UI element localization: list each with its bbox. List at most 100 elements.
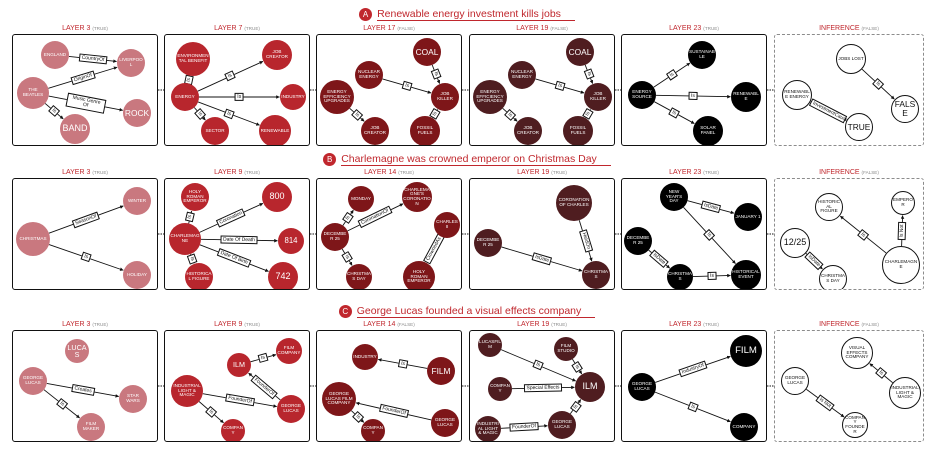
node-label: CHARLEMAGNE'S CORONATION (403, 186, 431, 206)
row-b-layer-3-label: LAYER 3(TRUE) (12, 168, 158, 177)
node-charlemagne-s-coronation: CHARLEMAGNE'S CORONATION (402, 182, 432, 212)
node-monday: MONDAY (348, 186, 374, 212)
layer-verdict: (TRUE) (551, 322, 567, 327)
layer-name: LAYER 19 (516, 25, 549, 32)
panel-connector-arrow (462, 385, 469, 387)
row-a-layer-3-label: LAYER 3(TRUE) (12, 24, 158, 33)
node-george-lucas: GEORGE LUCAS (431, 409, 459, 437)
node-label: LUCAS (67, 342, 87, 359)
row-a-layer-19-label: LAYER 19(FALSE) (469, 24, 615, 33)
layer-name: LAYER 19 (517, 321, 550, 328)
node-historical-event: HISTORICAL EVENT (731, 260, 761, 289)
layer-verdict: (TRUE) (244, 26, 260, 31)
node-label: SOLAR PANEL (700, 125, 716, 135)
layer-name: INFERENCE (819, 25, 860, 32)
panel-connector-arrow (462, 233, 469, 235)
node-label: ENERGY EFFICIENCY UPGRADES (323, 88, 351, 104)
node-nuclear-energy: NUCLEAR ENERGY (508, 61, 536, 89)
node-label: JOB KILLER (590, 91, 606, 101)
row-a-badge: A (359, 7, 373, 21)
node-lucas: LUCAS (65, 339, 89, 363)
node-george-lucas: GEORGE LUCAS (781, 367, 809, 395)
node-label: CHARLEMAGNE (170, 233, 200, 243)
row-c-claim: George Lucas founded a visual effects co… (356, 305, 596, 318)
node-742: 742 (268, 262, 298, 289)
node-holy-roman-emperor: HOLY ROMAN EMPEROR (403, 261, 435, 289)
node-george-lucas: GEORGE LUCAS (277, 395, 305, 423)
row-c-layer-3-label: LAYER 3(TRUE) (12, 320, 158, 329)
node-sustainable: SUSTAINABLE (688, 41, 716, 69)
layer-verdict: (TRUE) (244, 322, 260, 327)
node-label: FOSSIL FUELS (416, 125, 434, 135)
node-label: RENEWABLE (733, 91, 759, 101)
node-label: ROCK (124, 107, 150, 118)
edge-label: Date Of Death (220, 235, 258, 245)
node-film: FILM (427, 357, 455, 385)
node-industrial-light-magic: INDUSTRIAL LIGHT & MAGIC (475, 416, 501, 441)
node-company: COMPANY (361, 419, 385, 441)
layer-verdict: (TRUE) (92, 170, 108, 175)
node-label: NUCLEAR ENERGY (511, 69, 533, 79)
node-industrial-light-magic: INDUSTRIAL LIGHT & MAGIC (171, 375, 203, 407)
node-coal: COAL (413, 38, 441, 66)
node-false: FALSE (891, 95, 919, 123)
layer-name: LAYER 19 (517, 169, 550, 176)
row-a-inference-label: INFERENCE(FALSE) (774, 24, 924, 33)
layer-verdict: (FALSE) (861, 26, 879, 31)
node-label: ENERGY EFFICIENCY UPGRADES (476, 88, 504, 104)
panel-connector-arrow (158, 233, 164, 235)
node-label: ENERGY SOURCE (632, 89, 652, 99)
node-george-lucas: GEORGE LUCAS (548, 411, 576, 439)
node-label: ENGLAND (43, 51, 67, 57)
edge-label: Is (707, 271, 717, 281)
layer-name: LAYER 3 (62, 321, 91, 328)
node-label: JOB CREATOR (516, 125, 540, 135)
node-ilm: ILM (575, 372, 605, 402)
node-december-25: DECEMBER 25 (474, 229, 502, 257)
node-sector: SECTOR (201, 117, 229, 145)
node-holiday: HOLIDAY (123, 261, 151, 289)
node-winter: WINTER (123, 187, 151, 215)
node-label: GEORGE LUCAS (280, 403, 302, 413)
node-label: FILM COMPANY (277, 345, 301, 355)
node-label: ENERGY (175, 93, 195, 99)
node-liverpool: LIVERPOOL (117, 49, 145, 77)
node-label: COMPANY (732, 423, 756, 429)
node-true: TRUE (845, 113, 873, 141)
layer-verdict: (TRUE) (244, 170, 260, 175)
node-label: ILM (582, 381, 598, 392)
node-label: CHRISTMAS (668, 271, 692, 281)
node-film-maker: FILM MAKER (77, 413, 105, 441)
layer-name: INFERENCE (819, 169, 860, 176)
node-label: COAL (568, 46, 592, 57)
node-historical-figure: HISTORICAL FIGURE (185, 263, 213, 289)
node-label: BAND (62, 123, 88, 134)
node-label: RENEWABLE (260, 127, 290, 133)
node-label: FILM MAKER (82, 421, 100, 431)
node-label: FOSSIL FUELS (569, 125, 587, 135)
node-label: JOB KILLER (437, 91, 453, 101)
node-george-lucas-film-company: GEORGE LUCAS FILM COMPANY (322, 382, 356, 416)
panel-connector-arrow (615, 233, 621, 235)
node-label: CHRISTMAS (584, 269, 608, 279)
node-industry: INDUSTRY (352, 344, 378, 370)
panel-connector-arrow (158, 89, 164, 91)
layer-name: LAYER 14 (363, 321, 396, 328)
layer-verdict: (TRUE) (398, 170, 414, 175)
node-label: DECEMBER 25 (476, 237, 500, 247)
layer-name: LAYER 23 (669, 321, 702, 328)
node-label: NEW YEAR'S DAY (665, 188, 683, 204)
node-800: 800 (262, 182, 292, 212)
layer-verdict: (FALSE) (861, 322, 879, 327)
node-charles-ii: CHARLES II (434, 212, 460, 238)
node-label: GEORGE LUCAS (551, 419, 573, 429)
